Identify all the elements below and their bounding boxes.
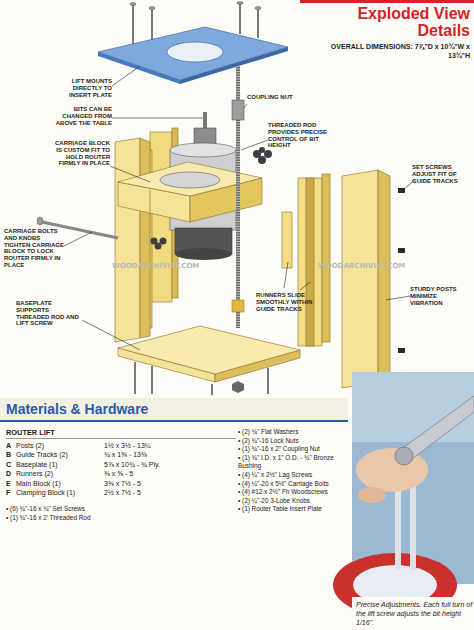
part-name: Runners (2) [16,469,104,478]
part-name: Baseplate (1) [16,460,104,469]
hardware-item: • (1) Router Table Insert Plate [238,505,351,514]
screw-heads [130,2,261,10]
material-row: CBaseplate (1)5⅞ x 10¾ - ¾ Ply. [6,460,236,469]
threaded-rod [232,66,244,328]
callout: STURDY POSTS MINIMIZE VIBRATION [410,286,468,306]
callout: CARRIAGE BLOCK IS CUSTOM FIT TO HOLD ROU… [50,140,110,167]
carriage-bolt [37,217,118,238]
section-band: Materials & Hardware [0,398,348,422]
dimension-note: OVERALL DIMENSIONS: 7⅞"D x 10¾"W x 13¾"H [318,42,470,60]
hardware-item: • (4) ¼" x 2½" Lag Screws [238,471,351,480]
part-letter: E [6,479,16,488]
part-name: Posts (2) [16,441,104,450]
knobs [151,147,273,250]
callout: COUPLING NUT [247,94,295,101]
hardware-item: • (2) ¾" Flat Washers [238,428,351,437]
leader-lines [64,66,415,350]
part-letter: A [6,441,16,450]
carriage-block [118,162,262,222]
callout: RUNNERS SLIDE SMOOTHLY WITHIN GUIDE TRAC… [256,292,318,312]
hardware-item: • (2) ¾"-16 Lock Nuts [238,437,351,446]
part-letter: D [6,469,16,478]
callout: LIFT MOUNTS DIRECTLY TO INSERT PLATE [52,78,112,98]
part-dimension: ¾ x 1⅝ - 13⅜ [104,450,234,459]
callout: BASEPLATE SUPPORTS THREADED ROD AND LIFT… [16,300,82,327]
right-post [342,170,390,388]
hardware-item: • (1) ¾"-16 x 2' Threaded Rod [6,514,236,523]
part-name: Main Block (1) [16,479,104,488]
callout: SET SCREWS ADJUST FIT OF GUIDE TRACKS [412,164,470,184]
title-strip [300,0,474,3]
part-name: Guide Tracks (2) [16,450,104,459]
part-dimension: 1½ x 3½ - 13¼ [104,441,234,450]
hardware-item: • (1) ¾"-16 x 2" Coupling Nut [238,445,351,454]
callout: THREADED ROD PROVIDES PRECISE CONTROL OF… [268,122,328,149]
part-letter: B [6,450,16,459]
material-row: DRunners (2)⅜ x ⅝ - 5 [6,469,236,478]
photo-box: Precise Adjustments. Each full turn of t… [352,372,474,630]
page-title: Exploded View Details [336,5,470,39]
photo-caption: Precise Adjustments. Each full turn of t… [352,597,474,630]
hardware-item: • (6) ¾"-16 x ¾" Set Screws [6,505,236,514]
part-dimension: 2½ x 7½ - 5 [104,488,234,497]
hardware-list: • (2) ¾" Flat Washers• (2) ¾"-16 Lock Nu… [238,428,351,514]
materials-list: ROUTER LIFTAPosts (2)1½ x 3½ - 13¼BGuide… [6,428,236,523]
material-row: BGuide Tracks (2)¾ x 1⅝ - 13⅜ [6,450,236,459]
callout: CARRIAGE BOLTS AND KNOBS TIGHTEN CARRIAG… [4,228,64,269]
lag-screws [135,362,268,395]
material-row: APosts (2)1½ x 3½ - 13¼ [6,441,236,450]
part-name: Clamping Block (1) [16,488,104,497]
section-heading: Materials & Hardware [6,401,148,417]
baseplate [118,326,300,382]
set-screws [398,188,405,353]
material-row: FClamping Block (1)2½ x 7½ - 5 [6,488,236,497]
photo [333,372,474,617]
material-row: EMain Block (1)3⅜ x 7½ - 5 [6,479,236,488]
part-dimension: ⅜ x ⅝ - 5 [104,469,234,478]
part-letter: F [6,488,16,497]
part-dimension: 3⅜ x 7½ - 5 [104,479,234,488]
hardware-item: • (4) #12 x 2½" Fh Woodscrews [238,488,351,497]
hardware-item: • (4) ¼"-20 x 5½" Carriage Bolts [238,480,351,489]
hardware-item: • (2) ¼"-20 3-Lobe Knobs [238,497,351,506]
lock-nut [232,381,244,393]
part-dimension: 5⅞ x 10¾ - ¾ Ply. [104,460,234,469]
left-posts [115,128,178,342]
right-guide-tracks [282,174,330,346]
watermark: WOODARCHIVIST.COM [112,262,222,270]
hardware-item: • (1) ¾" I.D. x 1" O.D. - ¾" Bronze Bush… [238,454,351,471]
part-letter: C [6,460,16,469]
list-heading: ROUTER LIFT [6,428,236,439]
watermark: WOODARCHIVIST.COM [318,262,428,270]
spacer [6,497,236,505]
callout: BITS CAN BE CHANGED FROM ABOVE THE TABLE [52,106,112,126]
